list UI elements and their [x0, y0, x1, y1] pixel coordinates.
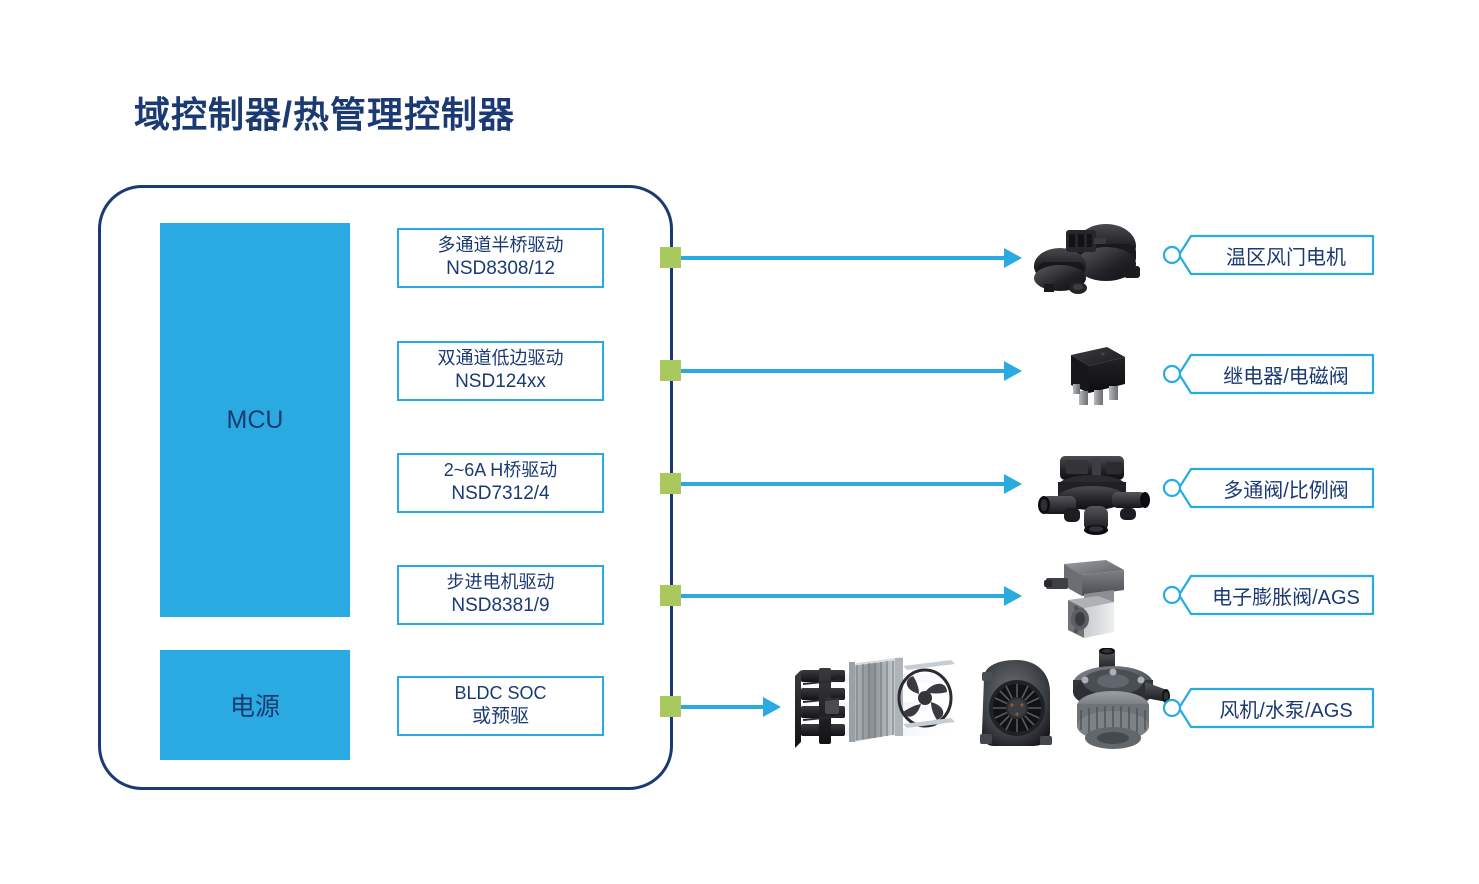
driver-box-line1: BLDC SOC — [454, 683, 547, 704]
load-tag-label: 温区风门电机 — [1226, 246, 1346, 269]
driver-box-h-bridge[interactable]: 2~6A H桥驱动 NSD7312/4 — [397, 453, 604, 513]
power-block: 电源 — [160, 650, 350, 760]
flow-arrow-5 — [681, 697, 781, 717]
load-tag-expansion-valve[interactable]: 电子膨胀阀/AGS — [1163, 573, 1375, 617]
driver-box-half-bridge[interactable]: 多通道半桥驱动 NSD8308/12 — [397, 228, 604, 288]
load-tag-label: 风机/水泵/AGS — [1219, 699, 1353, 722]
load-tag-label: 多通阀/比例阀 — [1223, 479, 1349, 502]
connector-port-4 — [660, 585, 681, 606]
power-block-label: 电源 — [229, 693, 280, 721]
connector-port-2 — [660, 360, 681, 381]
driver-box-line1: 步进电机驱动 — [446, 572, 555, 593]
mcu-block: MCU — [160, 223, 350, 617]
load-tag-relay-solenoid[interactable]: 继电器/电磁阀 — [1163, 352, 1375, 396]
damper-actuator-motor-photo — [1028, 218, 1156, 302]
driver-box-line2: NSD124xx — [455, 371, 546, 393]
load-tag-label: 电子膨胀阀/AGS — [1212, 586, 1360, 609]
load-tag-multiport-valve[interactable]: 多通阀/比例阀 — [1163, 466, 1375, 510]
hvac-module-blower-waterpump-photo — [785, 650, 970, 758]
load-tag-fan-pump-ags[interactable]: 风机/水泵/AGS — [1163, 686, 1375, 730]
connector-port-3 — [660, 473, 681, 494]
driver-box-line2: NSD7312/4 — [451, 483, 550, 505]
flow-arrow-2 — [681, 361, 1022, 381]
water-pump-photo — [1063, 647, 1173, 752]
driver-box-line1: 双通道低边驱动 — [437, 348, 564, 369]
driver-box-bldc[interactable]: BLDC SOC 或预驱 — [397, 676, 604, 736]
driver-box-line1: 多通道半桥驱动 — [437, 235, 564, 256]
flow-arrow-1 — [681, 248, 1022, 268]
driver-box-low-side[interactable]: 双通道低边驱动 NSD124xx — [397, 341, 604, 401]
expansion-valve-photo — [1032, 556, 1136, 644]
driver-box-line1: 2~6A H桥驱动 — [443, 460, 558, 481]
load-tag-label: 继电器/电磁阀 — [1223, 365, 1349, 388]
page-title: 域控制器/热管理控制器 — [134, 94, 516, 135]
relay-cube-photo — [1053, 341, 1133, 411]
mcu-block-label: MCU — [226, 405, 284, 434]
flow-arrow-4 — [681, 586, 1022, 606]
driver-box-line2: NSD8308/12 — [446, 258, 555, 280]
multiport-valve-photo — [1028, 452, 1158, 538]
driver-box-stepper[interactable]: 步进电机驱动 NSD8381/9 — [397, 565, 604, 625]
connector-port-5 — [660, 696, 681, 717]
driver-box-line2: NSD8381/9 — [451, 595, 550, 617]
blower-fan-photo — [978, 658, 1056, 750]
load-tag-damper-motor[interactable]: 温区风门电机 — [1163, 233, 1375, 277]
driver-box-line2: 或预驱 — [471, 706, 529, 728]
connector-port-1 — [660, 247, 681, 268]
flow-arrow-3 — [681, 474, 1022, 494]
